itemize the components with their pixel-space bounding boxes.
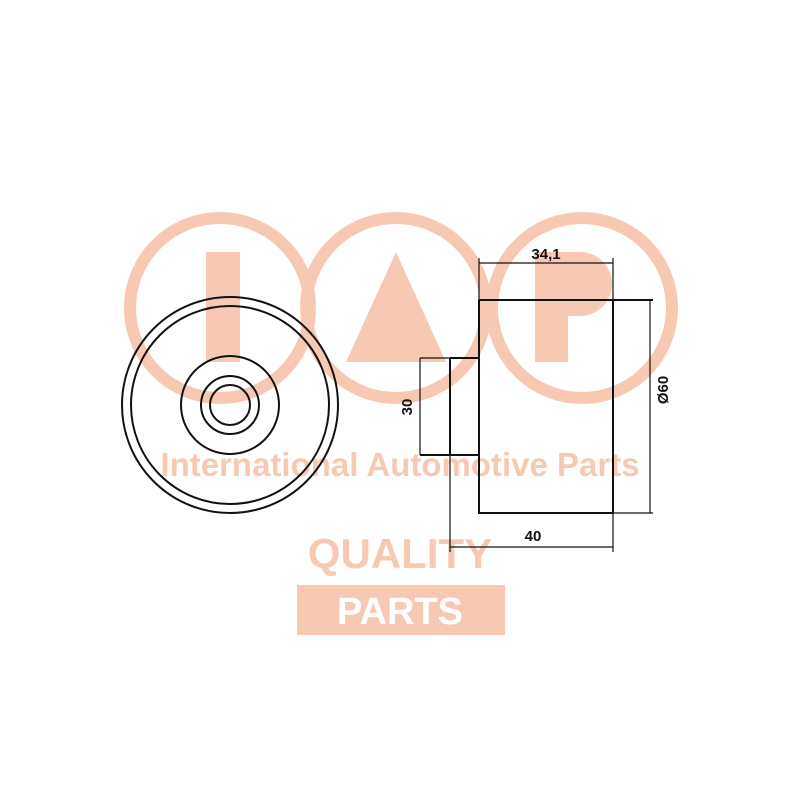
watermark-circle-p bbox=[486, 212, 678, 404]
inner-rim-circle bbox=[130, 305, 330, 505]
dimension-line-60 bbox=[613, 300, 653, 514]
iap-watermark-logo: International Automotive Parts QUALITY P… bbox=[124, 212, 678, 635]
watermark-letter-p bbox=[535, 252, 612, 362]
dimension-line-34 bbox=[478, 258, 614, 300]
watermark-parts: PARTS bbox=[337, 591, 463, 633]
hub-circle bbox=[180, 355, 280, 455]
watermark-parts-box bbox=[297, 585, 505, 635]
bearing-circle bbox=[200, 375, 260, 435]
dimension-label-width-top: 34,1 bbox=[531, 246, 560, 263]
dimension-label-hub: 30 bbox=[399, 399, 416, 416]
dimension-label-total-width: 40 bbox=[525, 528, 542, 545]
side-view: 34,1 30 Ø60 40 bbox=[399, 246, 672, 552]
pulley-body bbox=[478, 299, 653, 514]
dimension-line-40 bbox=[449, 455, 614, 552]
watermark-letter-a bbox=[346, 252, 446, 362]
bore-circle bbox=[209, 384, 251, 426]
watermark-quality: QUALITY bbox=[308, 530, 492, 577]
front-view bbox=[121, 296, 339, 514]
watermark-tagline: International Automotive Parts bbox=[160, 446, 639, 483]
dimension-label-diameter: Ø60 bbox=[655, 376, 672, 404]
hub-profile bbox=[420, 357, 479, 456]
outer-rim-circle bbox=[121, 296, 339, 514]
